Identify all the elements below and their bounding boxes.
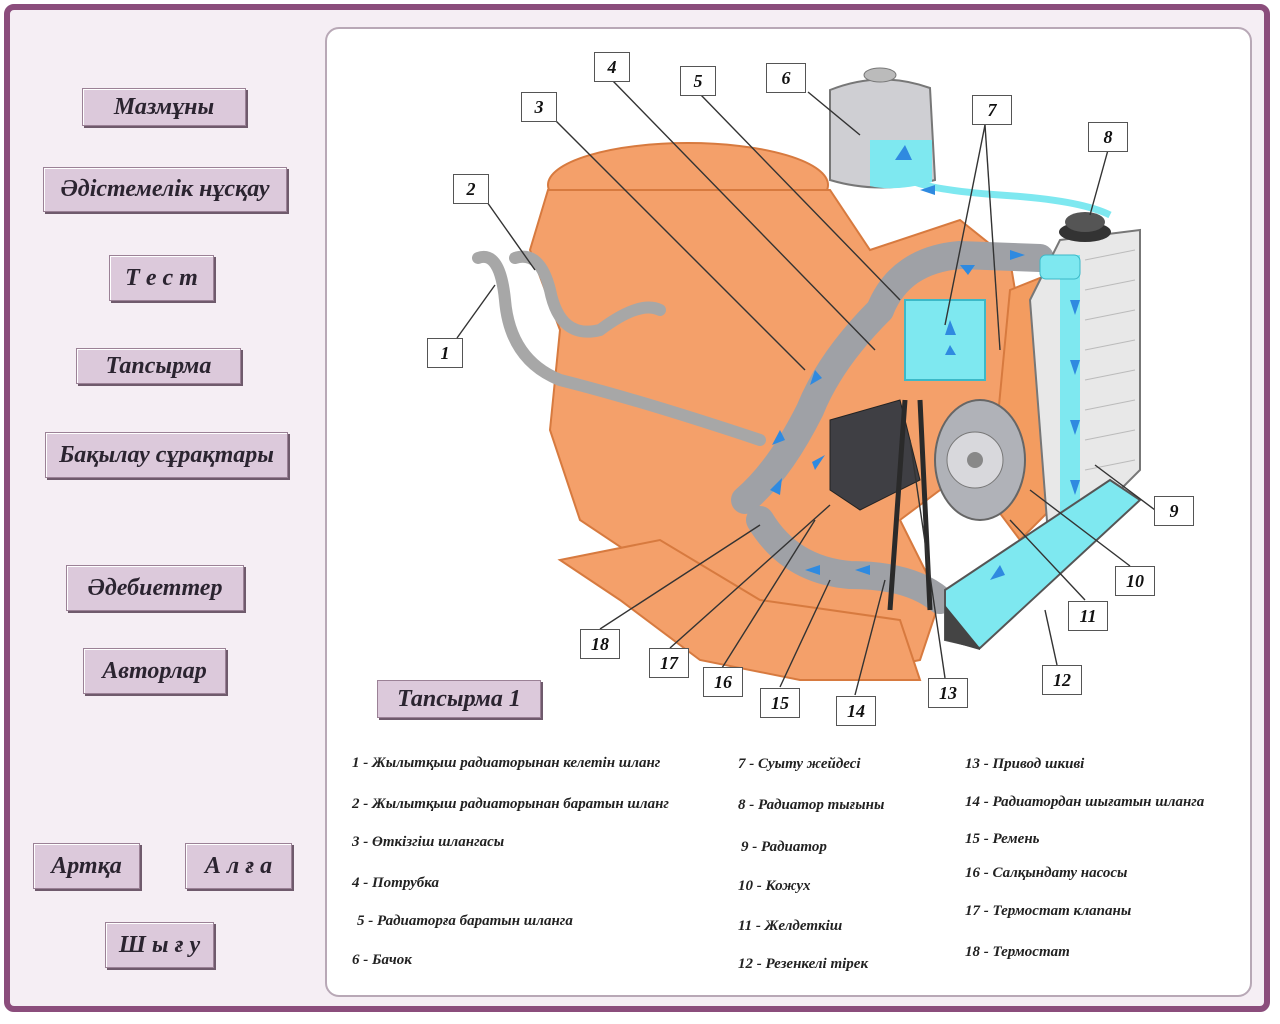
expansion-tank xyxy=(829,67,1112,219)
legend-item-9: 9 - Радиатор xyxy=(741,839,827,855)
legend-item-15: 15 - Ремень xyxy=(965,831,1040,847)
legend-item-10: 10 - Кожух xyxy=(738,878,811,894)
legend-item-11: 11 - Желдеткіш xyxy=(738,918,843,934)
legend-item-4: 4 - Потрубка xyxy=(352,875,440,891)
forward-button[interactable]: А л ғ а xyxy=(185,843,292,889)
radiator-cap xyxy=(1059,212,1111,242)
callout-1: 1 xyxy=(427,338,463,368)
test-button[interactable]: Т е с т xyxy=(109,255,214,301)
heater-hoses xyxy=(472,250,766,446)
legend-item-13: 13 - Привод шкиві xyxy=(965,756,1085,772)
callout-7: 7 xyxy=(972,95,1012,125)
task-button[interactable]: Тапсырма xyxy=(76,348,241,384)
legend-item-1: 1 - Жылытқыш радиаторынан келетін шланг xyxy=(352,755,661,771)
legend-item-7: 7 - Суыту жейдесі xyxy=(738,756,861,772)
water-jacket xyxy=(904,299,986,381)
back-button[interactable]: Артқа xyxy=(33,843,140,889)
legend-item-8: 8 - Радиатор тығыны xyxy=(738,797,885,813)
authors-button[interactable]: Авторлар xyxy=(83,648,226,694)
callout-17: 17 xyxy=(649,648,689,678)
callout-4: 4 xyxy=(594,52,630,82)
legend-item-16: 16 - Салқындату насосы xyxy=(965,865,1128,881)
legend-item-3: 3 - Өткізгіш шлангасы xyxy=(352,834,505,850)
contents-button[interactable]: Мазмұны xyxy=(82,88,246,126)
control-questions-button[interactable]: Бақылау сұрақтары xyxy=(45,432,288,478)
callout-9: 9 xyxy=(1154,496,1194,526)
method-guide-button[interactable]: Әдістемелік нұсқау xyxy=(43,167,287,212)
callout-5: 5 xyxy=(680,66,716,96)
legend-item-12: 12 - Резенкелі тірек xyxy=(738,956,869,972)
legend-item-2: 2 - Жылытқыш радиаторынан баратын шланг xyxy=(352,796,669,812)
callout-16: 16 xyxy=(703,667,743,697)
callout-14: 14 xyxy=(836,696,876,726)
callout-6: 6 xyxy=(766,63,806,93)
callout-8: 8 xyxy=(1088,122,1128,152)
legend-item-18: 18 - Термостат xyxy=(965,944,1070,960)
callout-13: 13 xyxy=(928,678,968,708)
task-title: Тапсырма 1 xyxy=(377,680,541,718)
callout-2: 2 xyxy=(453,174,489,204)
legend-item-5: 5 - Радиаторға баратын шланга xyxy=(357,913,573,929)
flow-arrows xyxy=(770,145,1080,580)
drive-belt xyxy=(887,399,933,611)
callout-12: 12 xyxy=(1042,665,1082,695)
legend-item-6: 6 - Бачок xyxy=(352,952,412,968)
leader-lines xyxy=(456,79,1156,696)
coolant-hoses xyxy=(731,240,1054,614)
callout-3: 3 xyxy=(521,92,557,122)
legend-item-14: 14 - Радиатордан шығатын шланга xyxy=(965,794,1205,810)
fan xyxy=(934,399,1026,521)
exit-button[interactable]: Ш ы ғ у xyxy=(105,922,214,968)
callout-18: 18 xyxy=(580,629,620,659)
literature-button[interactable]: Әдебиеттер xyxy=(66,565,244,611)
legend-item-17: 17 - Термостат клапаны xyxy=(965,903,1132,919)
callout-15: 15 xyxy=(760,688,800,718)
callout-10: 10 xyxy=(1115,566,1155,596)
callout-11: 11 xyxy=(1068,601,1108,631)
